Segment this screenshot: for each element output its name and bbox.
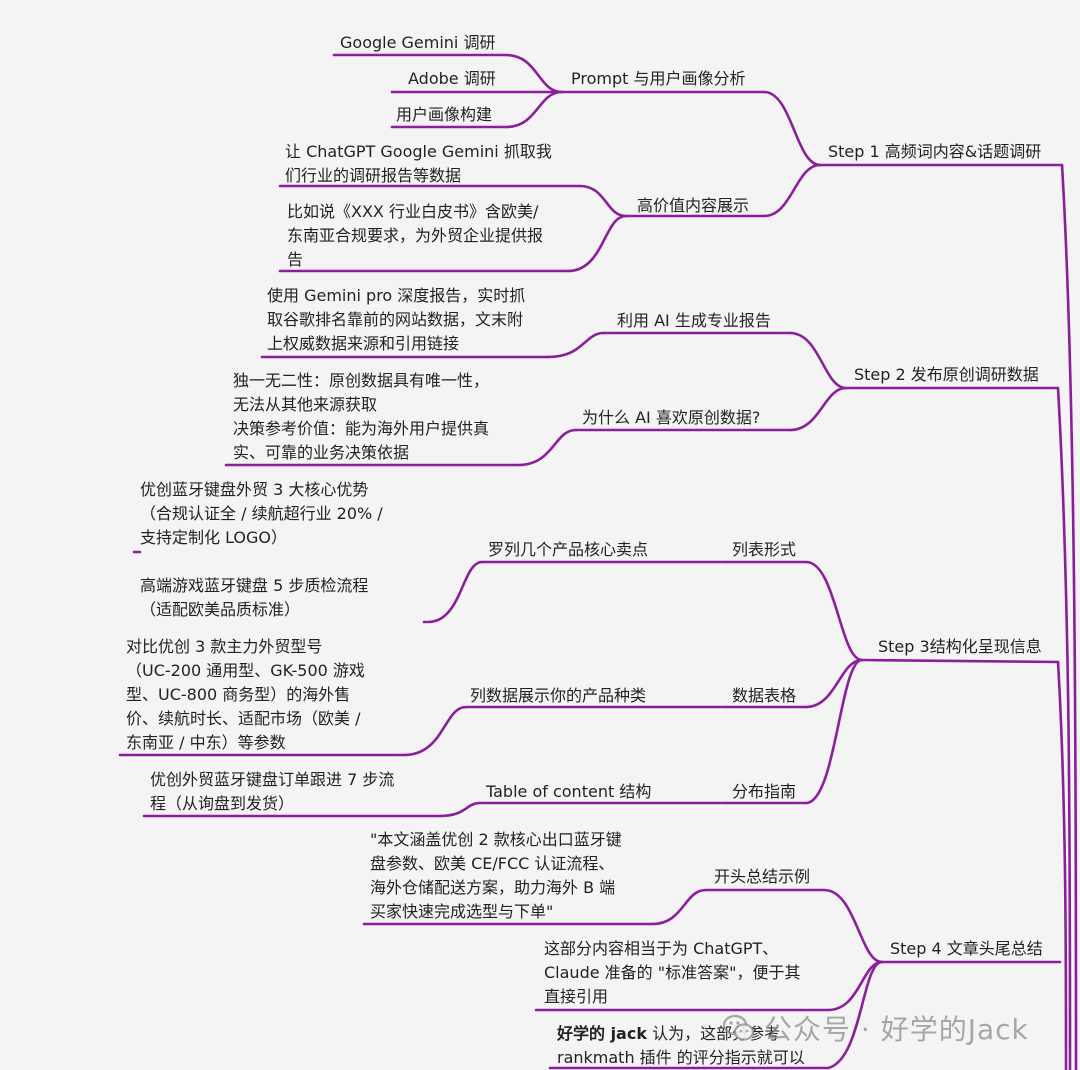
gemini-research-node[interactable]: Google Gemini 调研 — [340, 33, 496, 52]
whitepaper-node[interactable]: 比如说《XXX 行业白皮书》含欧美/ 东南亚合规要求，为外贸企业提供报 告 — [287, 202, 544, 269]
step3-underline — [860, 658, 1060, 664]
trunk-line — [1060, 163, 1078, 1070]
high-value-node[interactable]: 高价值内容展示 — [637, 196, 750, 215]
order-process-node[interactable]: 优创外贸蓝牙键盘订单跟进 7 步流 程（从询盘到发货） — [150, 770, 395, 813]
quote-node[interactable]: "本文涵盖优创 2 款核心出口蓝牙键 盘参数、欧美 CE/FCC 认证流程、 海… — [370, 830, 622, 921]
data-table-node[interactable]: 数据表格 — [732, 686, 797, 705]
connector — [822, 888, 884, 964]
why-ai-node[interactable]: 为什么 AI 喜欢原创数据? — [582, 408, 761, 427]
watermark: 公众号 · 好学的Jack — [722, 1008, 1029, 1048]
connector — [788, 386, 848, 432]
toc-node[interactable]: Table of content 结构 — [486, 782, 652, 801]
connector — [762, 90, 822, 167]
unique-data-node[interactable]: 独一无二性：原创数据具有唯一性， 无法从其他来源获取 决策参考价值：能为海外用户… — [233, 371, 490, 462]
gemini-pro-node[interactable]: 使用 Gemini pro 深度报告，实时抓 取谷歌排名靠前的网站数据，文末附 … — [267, 286, 526, 353]
advantages-node[interactable]: 优创蓝牙键盘外贸 3 大核心优势 （合规认证全 / 续航超行业 20% / 支持… — [140, 480, 383, 547]
connector — [804, 658, 864, 709]
opening-summary-node[interactable]: 开头总结示例 — [714, 867, 811, 886]
chatgpt-scrape-node[interactable]: 让 ChatGPT Google Gemini 抓取我 们行业的调研报告等数据 — [285, 142, 552, 185]
step4-node[interactable]: Step 4 文章头尾总结 — [890, 939, 1043, 958]
trunk-line — [1056, 660, 1068, 1070]
step2-node[interactable]: Step 2 发布原创调研数据 — [854, 365, 1039, 384]
qc-process-node[interactable]: 高端游戏蓝牙键盘 5 步质检流程 （适配欧美品质标准） — [140, 576, 369, 619]
step1-node[interactable]: Step 1 高频词内容&话题调研 — [828, 142, 1042, 161]
connector — [804, 658, 864, 805]
connector — [788, 331, 848, 390]
connector — [426, 560, 484, 624]
persona-build-node[interactable]: 用户画像构建 — [396, 105, 493, 124]
standard-answer-node[interactable]: 这部分内容相当于为 ChatGPT、 Claude 准备的 "标准答案"，便于其… — [544, 939, 801, 1006]
connector — [438, 801, 482, 818]
trunk-line — [1056, 386, 1072, 1070]
connector — [566, 214, 628, 273]
guide-node[interactable]: 分布指南 — [732, 782, 797, 801]
connector — [402, 705, 468, 757]
connector — [504, 53, 564, 94]
step3-node[interactable]: Step 3结构化呈现信息 — [878, 637, 1042, 656]
list-points-node[interactable]: 罗列几个产品核心卖点 — [488, 540, 649, 559]
prompt-persona-node[interactable]: Prompt 与用户画像分析 — [571, 69, 746, 88]
connector — [578, 184, 628, 218]
table-desc-node[interactable]: 列数据展示你的产品种类 — [470, 686, 647, 705]
connector — [804, 560, 864, 662]
watermark-text: 公众号 · 好学的Jack — [764, 1013, 1029, 1046]
wechat-icon — [722, 1014, 755, 1041]
connector — [516, 428, 578, 467]
ai-report-node[interactable]: 利用 AI 生成专业报告 — [617, 311, 771, 330]
adobe-research-node[interactable]: Adobe 调研 — [408, 69, 496, 88]
connector — [826, 960, 884, 1070]
model-compare-node[interactable]: 对比优创 3 款主力外贸型号 （UC-200 通用型、GK-500 游戏 型、U… — [126, 637, 365, 752]
jack-name: 好学的 jack — [557, 1024, 647, 1043]
connector — [762, 163, 822, 218]
connector — [650, 888, 708, 926]
connector — [504, 90, 564, 129]
list-form-node[interactable]: 列表形式 — [732, 540, 797, 559]
connector — [546, 331, 606, 359]
